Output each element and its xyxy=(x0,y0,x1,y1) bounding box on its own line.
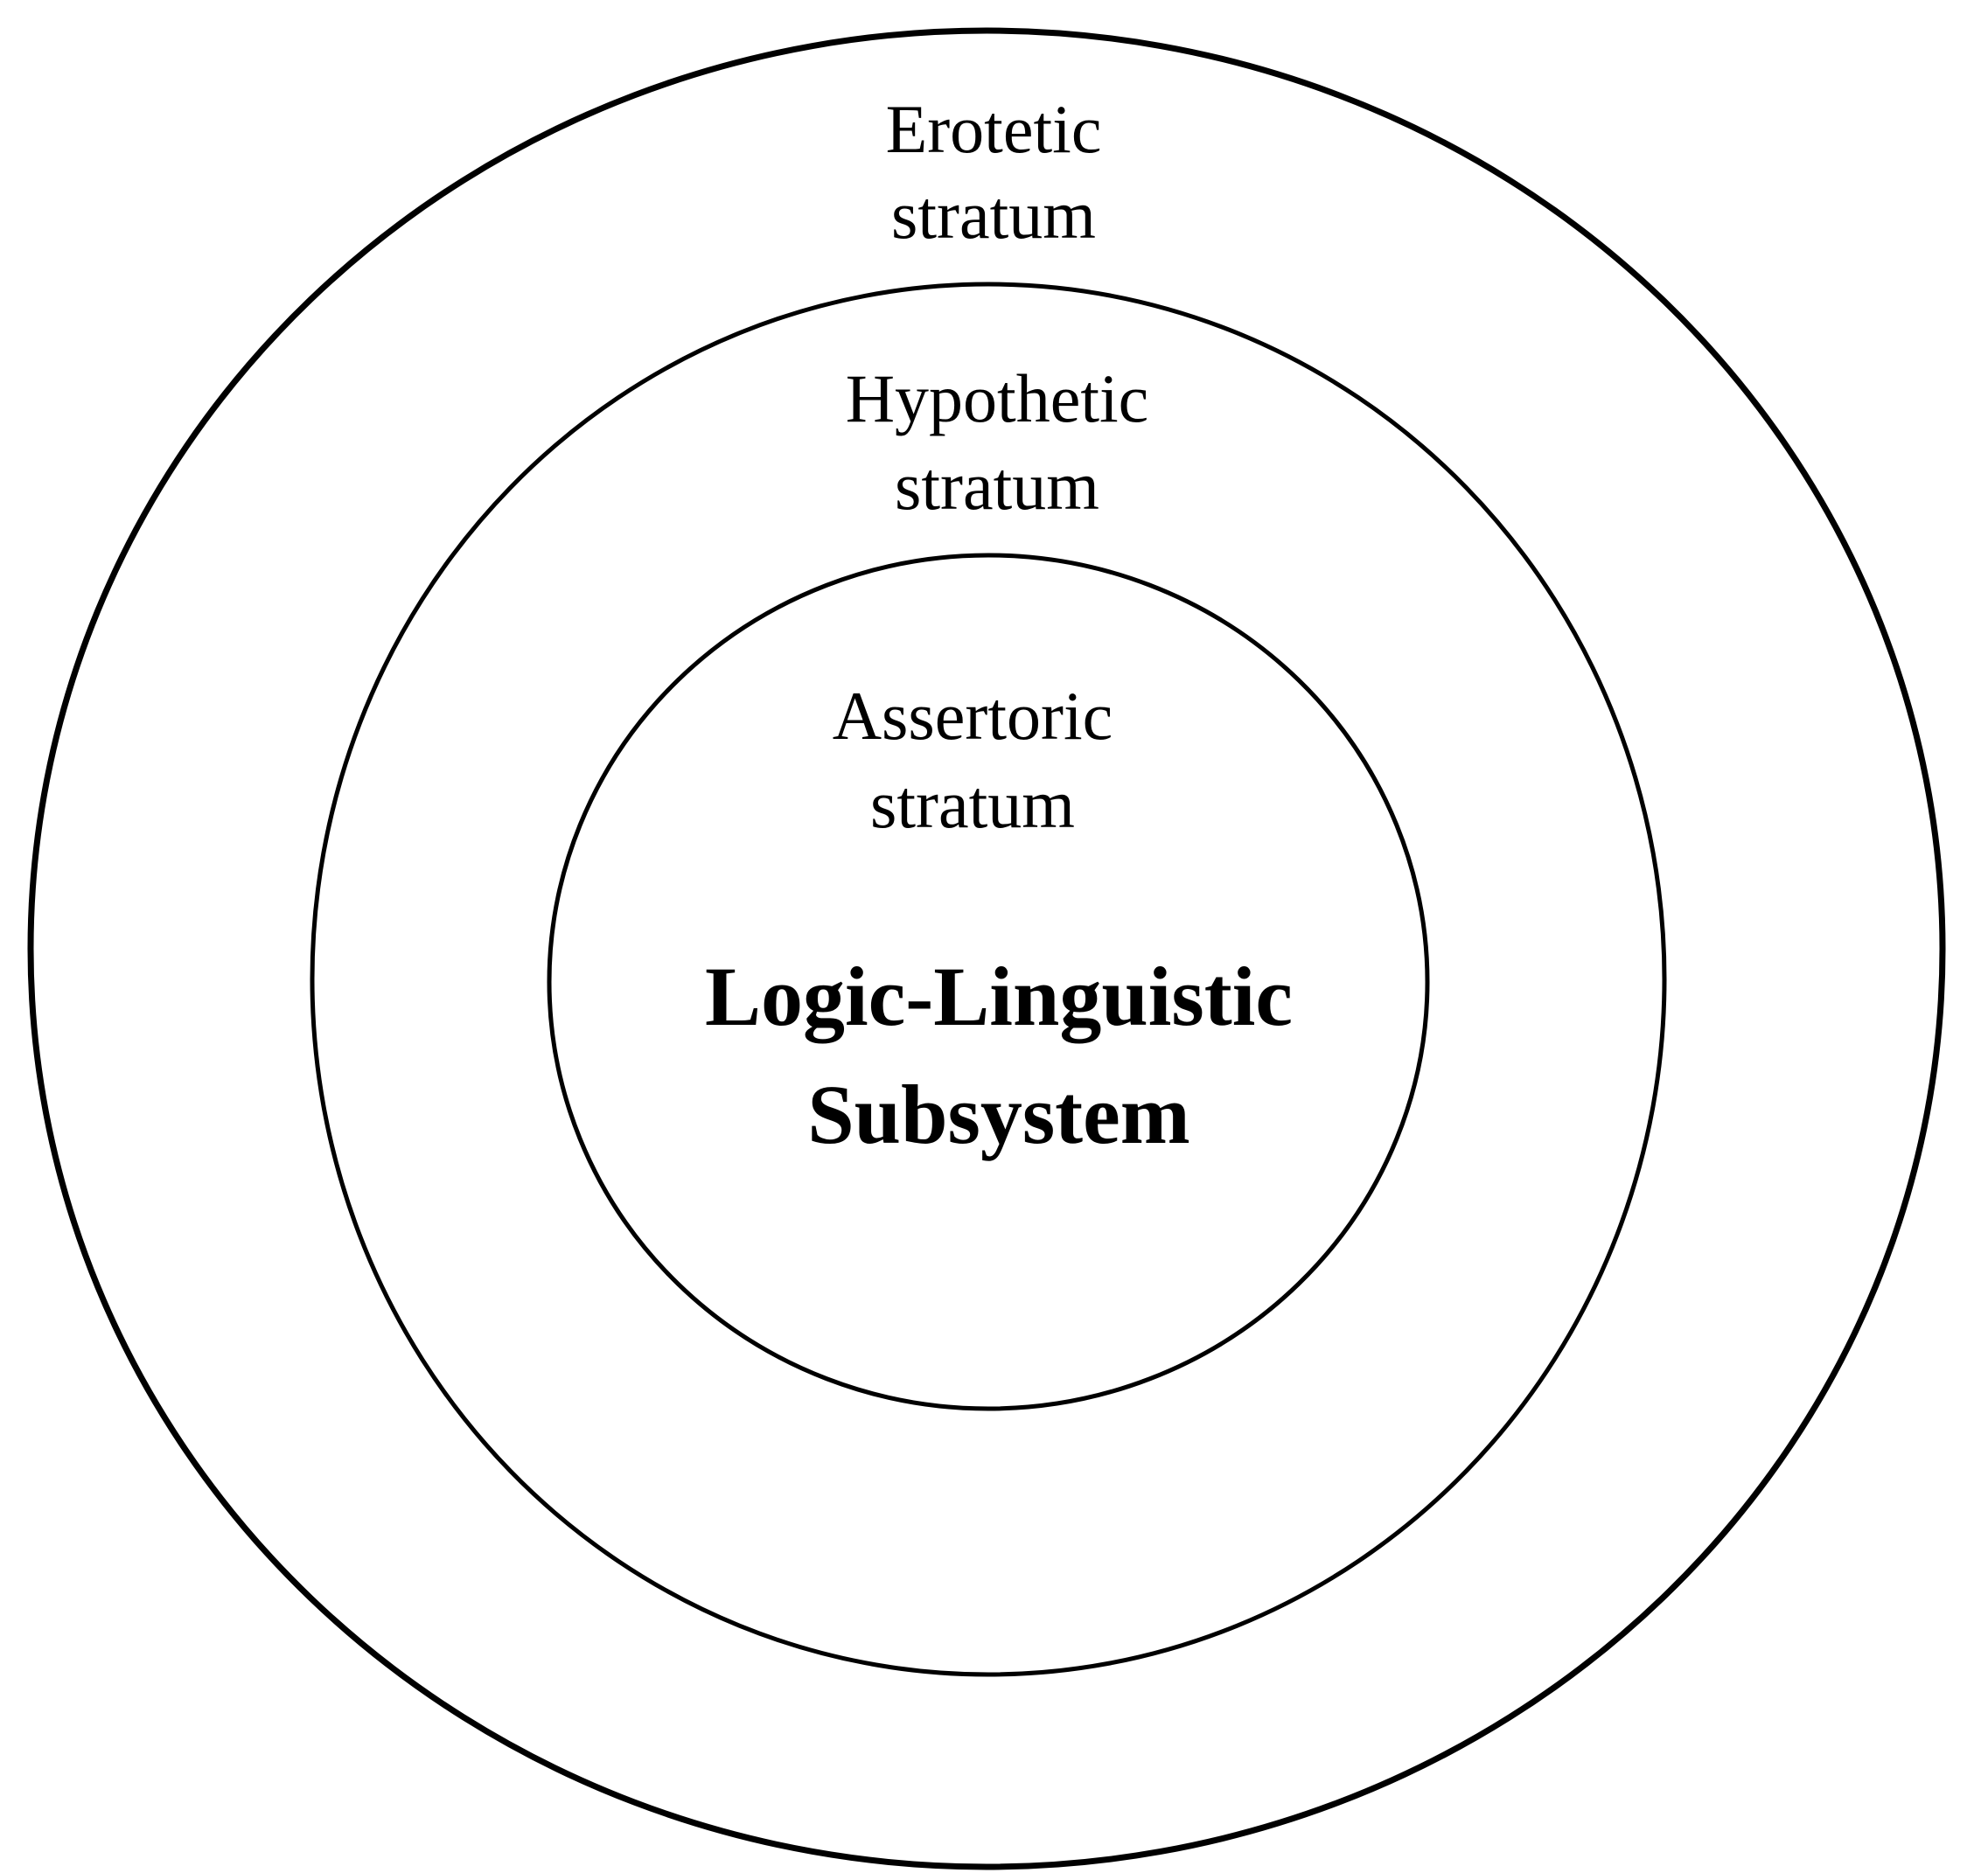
erotetic-stratum-ring xyxy=(27,27,1946,1870)
core-label-line1: Logic-Linguistic xyxy=(705,950,1293,1043)
assertoric-stratum-ring xyxy=(547,553,1430,1411)
hypothetic-label-line2: stratum xyxy=(895,448,1099,524)
assertoric-label-line1: Assertoric xyxy=(833,678,1113,754)
assertoric-label-line2: stratum xyxy=(870,766,1075,842)
erotetic-stratum-label: Erotetic stratum xyxy=(886,91,1102,253)
erotetic-label-line1: Erotetic xyxy=(886,91,1102,167)
hypothetic-stratum-ring xyxy=(310,282,1667,1677)
core-label-line2: Subsystem xyxy=(807,1068,1189,1161)
assertoric-stratum-label: Assertoric stratum xyxy=(833,678,1113,842)
hypothetic-label-line1: Hypothetic xyxy=(846,360,1149,436)
erotetic-label-line2: stratum xyxy=(891,177,1096,253)
hypothetic-stratum-label: Hypothetic stratum xyxy=(846,360,1149,524)
core-subsystem-label: Logic-Linguistic Subsystem xyxy=(705,950,1293,1161)
